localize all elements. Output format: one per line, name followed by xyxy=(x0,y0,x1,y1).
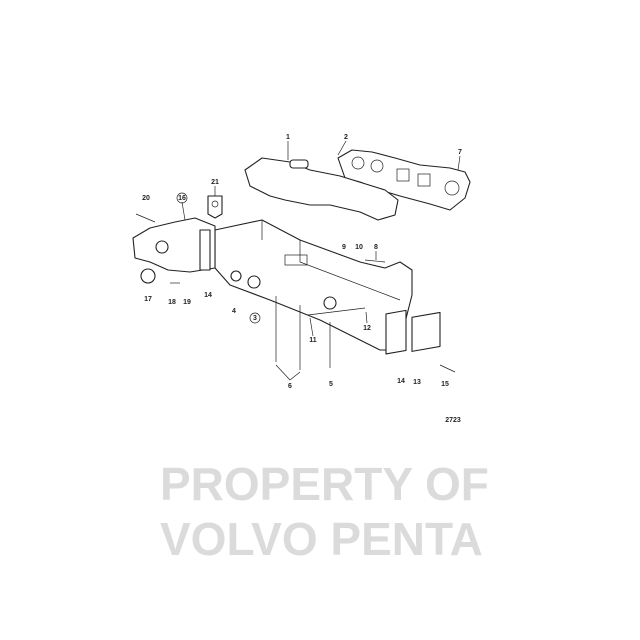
cover-13 xyxy=(411,311,441,352)
callout-9: 9 xyxy=(342,244,346,251)
manifold-edge xyxy=(261,220,401,301)
port-boss xyxy=(247,275,261,289)
callout-15: 15 xyxy=(441,381,449,388)
plug-4 xyxy=(230,270,242,282)
leader-lines xyxy=(181,140,461,381)
gasket-14-right xyxy=(385,309,407,355)
callout-3: 3 xyxy=(253,315,257,322)
elbow-port xyxy=(155,240,169,254)
callout-20: 20 xyxy=(142,195,150,202)
callout-labels: 1 2 7 21 20 16 9 10 8 4 3 17 18 19 14 12… xyxy=(142,134,462,424)
callout-13: 13 xyxy=(413,379,421,386)
callout-14-right: 14 xyxy=(397,378,405,385)
bolts xyxy=(135,213,456,373)
callout-19: 19 xyxy=(183,299,191,306)
manifold-outlet xyxy=(289,159,309,169)
water-cooled-manifold-3 xyxy=(214,219,413,351)
callout-14-left: 14 xyxy=(204,292,212,299)
cap-17 xyxy=(140,268,156,284)
gasket-14-left xyxy=(199,229,211,271)
callout-16: 16 xyxy=(178,195,186,202)
manifold-port xyxy=(284,254,308,266)
callout-10: 10 xyxy=(355,244,363,251)
watermark-line-2: VOLVO PENTA xyxy=(160,513,483,565)
callout-1: 1 xyxy=(286,134,290,141)
callout-12: 12 xyxy=(363,325,371,332)
callout-4: 4 xyxy=(232,308,236,315)
callout-6: 6 xyxy=(288,383,292,390)
callout-16-circle xyxy=(176,192,188,204)
callout-5: 5 xyxy=(329,381,333,388)
callout-21: 21 xyxy=(211,179,219,186)
callout-3-circle xyxy=(249,312,261,324)
gasket-holes xyxy=(351,156,460,196)
callout-17: 17 xyxy=(144,296,152,303)
callout-8: 8 xyxy=(374,244,378,251)
callout-11: 11 xyxy=(309,337,317,344)
callout-2: 2 xyxy=(344,134,348,141)
drawing-number: 2723 xyxy=(445,417,461,424)
port-boss-2 xyxy=(323,296,337,310)
flange-hole xyxy=(211,200,219,208)
watermark-line-1: PROPERTY OF xyxy=(160,458,489,510)
elbow-16 xyxy=(132,217,216,273)
callout-18: 18 xyxy=(168,299,176,306)
callout-7: 7 xyxy=(458,149,462,156)
